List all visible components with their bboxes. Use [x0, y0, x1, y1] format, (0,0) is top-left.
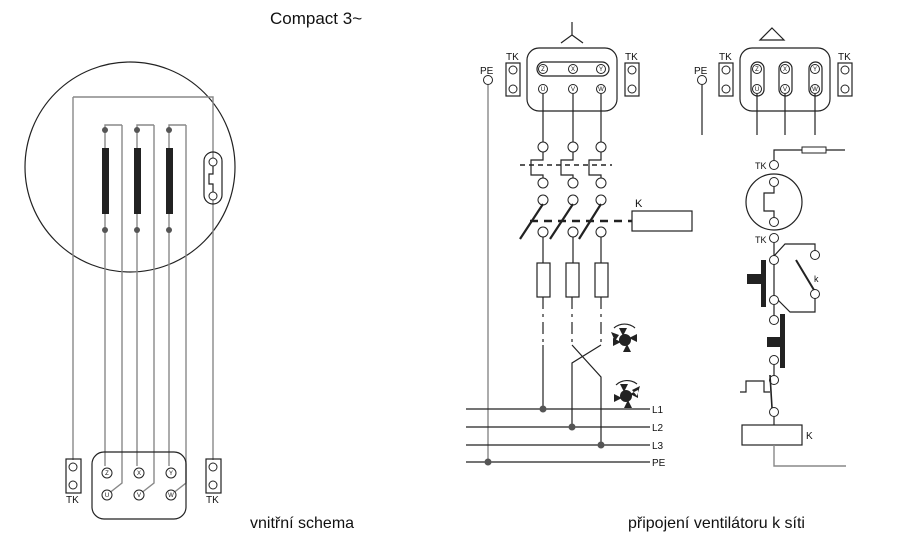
- svg-text:TK: TK: [66, 495, 79, 506]
- fan-rotation-clockwise-icon: [611, 323, 637, 352]
- svg-text:W: W: [812, 87, 818, 93]
- control-circuit: TK TK k K: [740, 146, 846, 467]
- terminal-box: [91, 451, 187, 520]
- svg-text:V: V: [137, 493, 141, 499]
- svg-text:TK: TK: [625, 52, 638, 63]
- start-button: [780, 314, 785, 368]
- windings: [102, 148, 173, 214]
- motor-housing: [24, 61, 236, 273]
- svg-text:V: V: [783, 87, 787, 93]
- control-fuse: [801, 146, 827, 154]
- svg-text:TK: TK: [206, 495, 219, 506]
- svg-text:PE: PE: [694, 66, 708, 77]
- svg-text:K: K: [806, 431, 813, 442]
- fuse: [536, 262, 551, 298]
- svg-text:L2: L2: [652, 423, 664, 434]
- power-circuit: K L1 L2 L3 PE: [466, 94, 693, 469]
- svg-text:TK: TK: [719, 52, 732, 63]
- contactor-coil: [631, 210, 693, 232]
- caption-connection: připojení ventilátoru k síti: [628, 515, 805, 532]
- svg-text:V: V: [571, 87, 575, 93]
- diagram-title: Compact 3~: [270, 9, 362, 28]
- caption-internal-schema: vnitřní schema: [250, 515, 354, 532]
- svg-text:X: X: [137, 471, 141, 477]
- svg-text:PE: PE: [652, 458, 666, 469]
- svg-text:U: U: [105, 493, 109, 499]
- svg-text:W: W: [598, 87, 604, 93]
- svg-text:X: X: [783, 67, 787, 73]
- fan-rotation-counterclockwise-icon: [614, 379, 640, 408]
- star-connection: Z X Y U V W TK TK PE: [480, 22, 640, 462]
- svg-text:Y: Y: [813, 67, 817, 73]
- svg-text:TK: TK: [755, 161, 767, 171]
- stop-button: [761, 260, 766, 307]
- svg-text:PE: PE: [480, 66, 494, 77]
- svg-text:K: K: [635, 198, 643, 210]
- internal-schema: Z X Y U V W TK TK: [24, 61, 236, 520]
- svg-text:U: U: [755, 87, 759, 93]
- svg-text:Y: Y: [169, 471, 173, 477]
- fuse: [565, 262, 580, 298]
- svg-text:L1: L1: [652, 405, 664, 416]
- svg-text:X: X: [571, 67, 575, 73]
- svg-text:U: U: [541, 87, 545, 93]
- contactor-coil-k: [741, 424, 803, 446]
- svg-text:Y: Y: [599, 67, 603, 73]
- thermal-contact: [203, 151, 223, 205]
- svg-text:TK: TK: [506, 52, 519, 63]
- svg-text:Z: Z: [105, 471, 109, 477]
- svg-text:TK: TK: [838, 52, 851, 63]
- svg-text:Z: Z: [755, 67, 759, 73]
- svg-text:k: k: [814, 274, 819, 284]
- svg-text:TK: TK: [755, 235, 767, 245]
- svg-text:Z: Z: [541, 67, 545, 73]
- fuse: [594, 262, 609, 298]
- delta-connection: Z X Y U V W TK TK PE: [694, 27, 853, 135]
- svg-text:W: W: [168, 493, 174, 499]
- svg-text:L3: L3: [652, 441, 664, 452]
